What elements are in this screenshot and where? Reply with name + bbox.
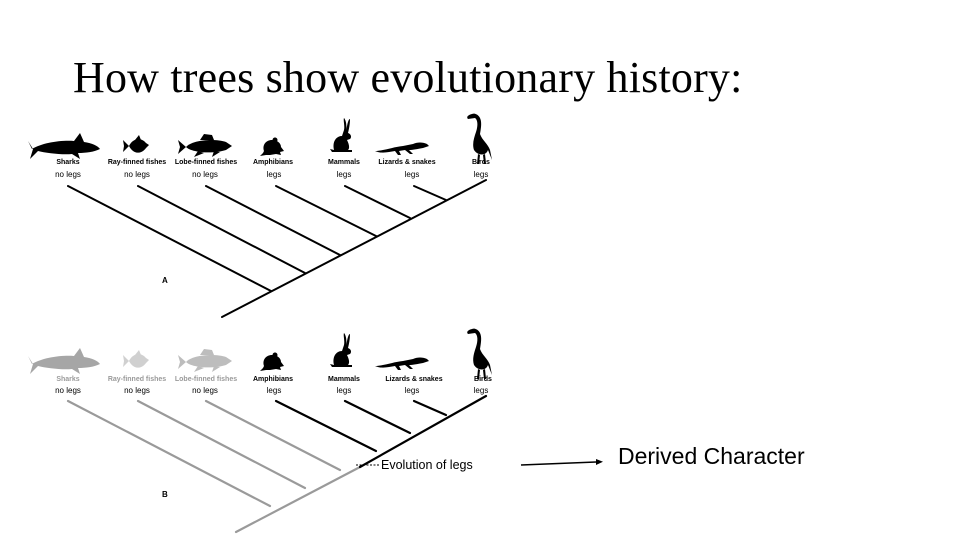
taxon-name: Lizards & snakes [378,159,435,166]
taxon-name: Amphibians [253,376,293,383]
branch-mammals [343,399,412,435]
character-state: legs [267,386,282,395]
tree-b-taxon-names: Sharks Ray-finned fishes Lobe-finned fis… [56,376,492,383]
tree-b-states: no legs no legs no legs legs legs legs l… [55,386,488,395]
taxon-name: Lobe-finned fishes [175,376,237,383]
tree-a-taxon-names: Sharks Ray-finned fishes Lobe-finned fis… [56,159,490,166]
character-state: legs [405,386,420,395]
character-state: no legs [192,170,218,179]
taxon-name: Birds [474,376,492,383]
main-branch-derived [358,394,488,469]
bird-icon [467,113,492,164]
derived-character-arrow [520,459,603,466]
branch-lizards [412,399,448,417]
character-state: no legs [55,386,81,395]
evolution-of-legs-label: Evolution of legs [381,458,473,472]
branch-ray-finned [137,185,306,274]
panel-label-a: A [162,276,168,285]
branch-amphibians [275,185,377,237]
taxon-name: Sharks [56,376,79,383]
tree-a-branches [67,179,487,318]
branch-lobe-finned [204,399,342,472]
tree-b-branches [66,394,488,534]
tree-a: Sharks Ray-finned fishes Lobe-finned fis… [28,113,492,318]
frog-icon [260,352,284,371]
character-state: legs [474,170,489,179]
branch-amphibians [274,399,378,453]
character-state: no legs [55,170,81,179]
shark-icon [28,348,100,374]
slide-title: How trees show evolutionary history: [73,53,743,102]
character-state: legs [474,386,489,395]
ray-finned-fish-icon [123,350,149,368]
branch-sharks [67,185,272,292]
derived-character-label: Derived Character [618,443,805,469]
character-state: no legs [192,386,218,395]
shark-icon [28,133,100,159]
tree-b-icons [28,328,492,379]
character-state: legs [337,386,352,395]
branch-sharks [66,399,272,508]
taxon-name: Mammals [328,159,360,166]
tree-b: Sharks Ray-finned fishes Lobe-finned fis… [28,328,492,534]
taxon-name: Amphibians [253,159,293,166]
bird-icon [467,328,492,379]
lobe-finned-fish-icon [178,134,232,157]
branch-lizards [413,185,447,201]
rabbit-icon [330,118,352,152]
taxon-name: Birds [472,159,490,166]
main-branch-ancestral [234,465,362,534]
lizard-icon [375,357,429,370]
tree-a-icons [28,113,492,164]
taxon-name: Lobe-finned fishes [175,159,237,166]
lobe-finned-fish-icon [178,349,232,372]
branch-lobe-finned [205,185,341,256]
rabbit-icon [330,333,352,367]
branch-mammals [344,185,411,219]
character-state: legs [337,170,352,179]
panel-label-b: B [162,490,168,499]
branch-ray-finned [136,399,307,490]
taxon-name: Ray-finned fishes [108,159,166,166]
tree-a-states: no legs no legs no legs legs legs legs l… [55,170,488,179]
character-state: legs [405,170,420,179]
taxon-name: Lizards & snakes [385,376,442,383]
taxon-name: Sharks [56,159,79,166]
taxon-name: Mammals [328,376,360,383]
ray-finned-fish-icon [123,135,149,153]
character-state: no legs [124,170,150,179]
taxon-name: Ray-finned fishes [108,376,166,383]
character-state: no legs [124,386,150,395]
character-state: legs [267,170,282,179]
lizard-icon [375,142,429,155]
main-branch [221,179,487,318]
frog-icon [260,137,284,156]
